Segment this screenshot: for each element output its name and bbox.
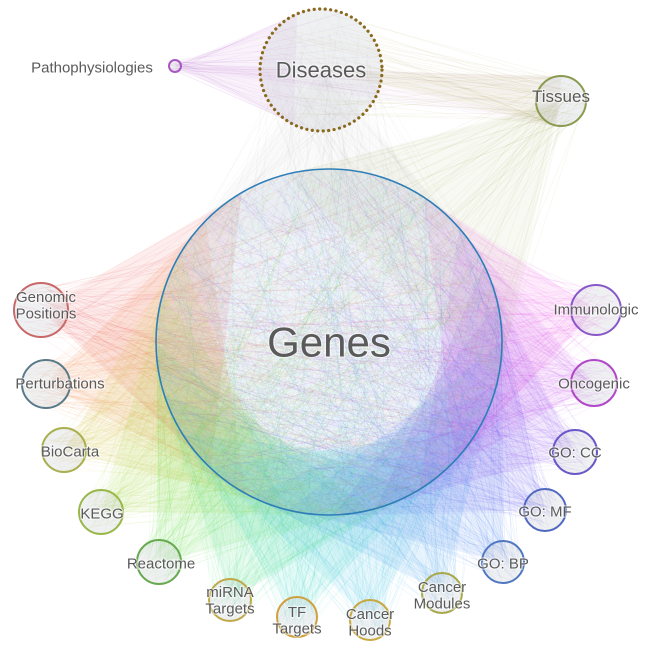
node-immunologic[interactable] <box>570 284 622 336</box>
node-pathophysiologies[interactable] <box>168 59 182 73</box>
node-label-genes: Genes <box>267 319 391 366</box>
edge-bundle-mirna_targets-genes <box>164 394 417 600</box>
node-biocarta[interactable] <box>41 427 87 473</box>
node-label-line: Immunologic <box>553 301 639 318</box>
node-label-line: Targets <box>205 601 254 618</box>
edge-bundle-go_cc-genes <box>376 266 575 509</box>
node-label-line: Cancer <box>418 579 466 596</box>
node-tf_targets[interactable] <box>276 596 318 638</box>
node-label-line: Modules <box>414 596 471 613</box>
edge-wedges <box>41 13 596 620</box>
node-cancer_hoods[interactable] <box>349 599 391 641</box>
node-go_cc[interactable] <box>552 429 598 475</box>
node-label-oncogenic: Oncogenic <box>558 375 630 392</box>
node-cancer_modules[interactable] <box>421 572 463 614</box>
node-genomic_positions[interactable] <box>13 282 69 338</box>
node-label-kegg: KEGG <box>80 505 123 522</box>
edge-bundle-kegg-genes <box>101 294 327 515</box>
node-label-perturbations: Perturbations <box>15 375 104 392</box>
edge-bundle-reactome-genes <box>156 344 371 562</box>
edge-bundle-diseases-tissues <box>321 70 562 126</box>
edge-bundle-tf_targets-genes <box>182 433 451 617</box>
node-label-go_mf: GO: MF <box>518 503 571 520</box>
node-go_bp[interactable] <box>481 540 525 584</box>
edge-bundle-go_bp-genes <box>288 341 503 562</box>
node-tissues[interactable] <box>535 75 587 127</box>
node-go_mf[interactable] <box>523 488 567 532</box>
node-label-line: Genes <box>267 319 391 366</box>
node-label-line: Positions <box>16 306 77 323</box>
node-label-line: TF <box>288 604 306 621</box>
edge-bundle-biocarta-genes <box>64 253 285 510</box>
node-oncogenic[interactable] <box>570 359 618 407</box>
node-genes[interactable] <box>155 168 503 516</box>
node-label-line: Pathophysiologies <box>31 59 153 76</box>
node-label-immunologic: Immunologic <box>553 301 639 318</box>
node-kegg[interactable] <box>78 489 124 535</box>
edge-bundle-cancer_modules-genes <box>250 385 497 593</box>
edge-bundle-oncogenic-genes <box>419 228 594 490</box>
node-label-line: Tissues <box>532 87 590 106</box>
node-label-line: Oncogenic <box>558 375 630 392</box>
node-reactome[interactable] <box>136 539 182 585</box>
node-label-line: Reactome <box>127 555 195 572</box>
node-label-line: KEGG <box>80 505 123 522</box>
node-label-reactome: Reactome <box>127 555 195 572</box>
node-label-line: Hoods <box>348 623 391 640</box>
edge-fibers <box>16 10 621 639</box>
node-label-biocarta: BioCarta <box>41 443 100 460</box>
node-label-tissues: Tissues <box>532 87 590 106</box>
edge-bundle-genomic_positions-genes <box>41 192 242 469</box>
node-label-diseases: Diseases <box>276 58 366 83</box>
node-label-go_bp: GO: BP <box>477 555 529 572</box>
node-mirna_targets[interactable] <box>208 578 252 622</box>
node-label-line: BioCarta <box>41 443 100 460</box>
node-diseases[interactable] <box>258 7 384 133</box>
node-label-line: GO: BP <box>477 555 529 572</box>
node-label-line: miRNA <box>206 584 254 601</box>
node-label-line: Diseases <box>276 58 366 83</box>
edge-bundle-go_mf-genes <box>333 303 545 515</box>
node-labels: Genes Diseases PathophysiologiesTissuesGen… <box>14 56 640 640</box>
node-label-line: Genomic <box>16 289 77 306</box>
node-label-line: Cancer <box>346 606 394 623</box>
node-label-pathophysiologies: Pathophysiologies <box>31 59 153 76</box>
nodes <box>13 7 622 641</box>
edge-bundle-immunologic-genes <box>423 197 596 461</box>
edge-bundle-diseases-genes <box>192 70 460 236</box>
node-label-line: Targets <box>272 621 321 638</box>
edge-bundle-perturbations-genes <box>46 221 246 494</box>
node-perturbations[interactable] <box>21 359 71 409</box>
node-label-line: GO: CC <box>548 444 602 461</box>
node-label-go_cc: GO: CC <box>548 444 602 461</box>
node-label-line: Perturbations <box>15 375 104 392</box>
edge-bundle-cancer_hoods-genes <box>209 427 480 620</box>
node-label-line: GO: MF <box>518 503 571 520</box>
